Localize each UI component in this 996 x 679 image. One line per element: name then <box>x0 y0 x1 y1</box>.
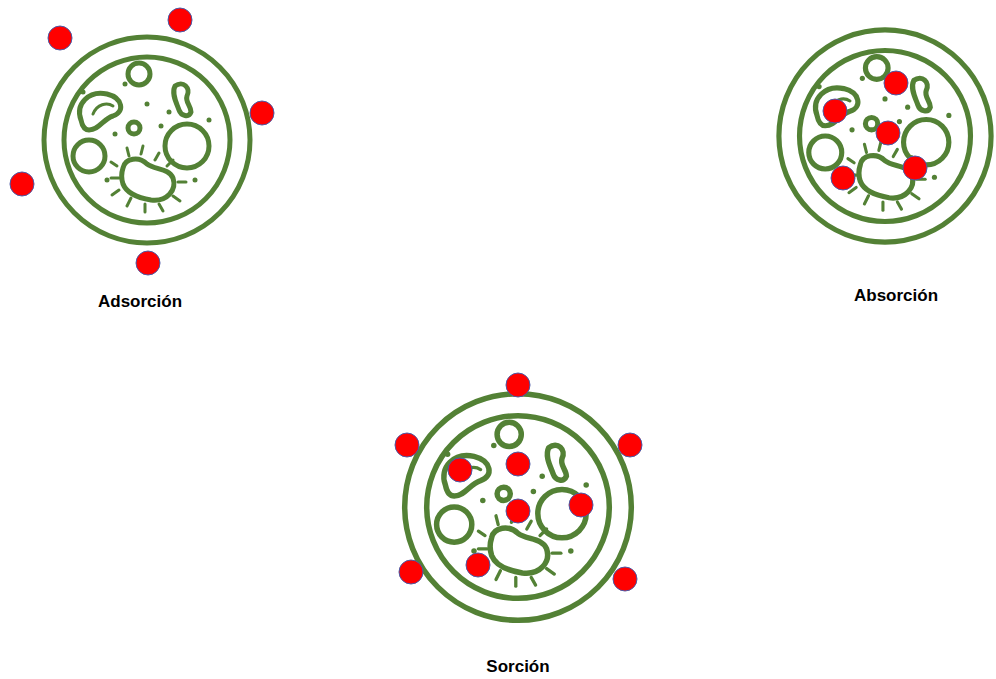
cell-sorption <box>405 394 632 621</box>
particle <box>48 26 72 50</box>
particle <box>10 172 34 196</box>
particle <box>136 251 160 275</box>
particle <box>466 553 490 577</box>
particle <box>250 101 274 125</box>
caption-label: Absorción <box>854 286 938 306</box>
particle <box>884 71 908 95</box>
particle <box>506 452 530 476</box>
particle <box>876 121 900 145</box>
particle <box>395 433 419 457</box>
particle <box>569 493 593 517</box>
particle <box>823 99 847 123</box>
particle <box>903 156 927 180</box>
particle <box>618 433 642 457</box>
particle <box>506 373 530 397</box>
particle <box>168 8 192 32</box>
caption-label: Sorción <box>486 657 549 677</box>
cell-adsorption <box>44 37 250 243</box>
particle <box>399 560 423 584</box>
cell-absorption <box>779 30 991 242</box>
particle <box>831 166 855 190</box>
caption-label: Adsorción <box>98 292 182 312</box>
particle <box>448 458 472 482</box>
particle <box>506 499 530 523</box>
particle <box>613 567 637 591</box>
